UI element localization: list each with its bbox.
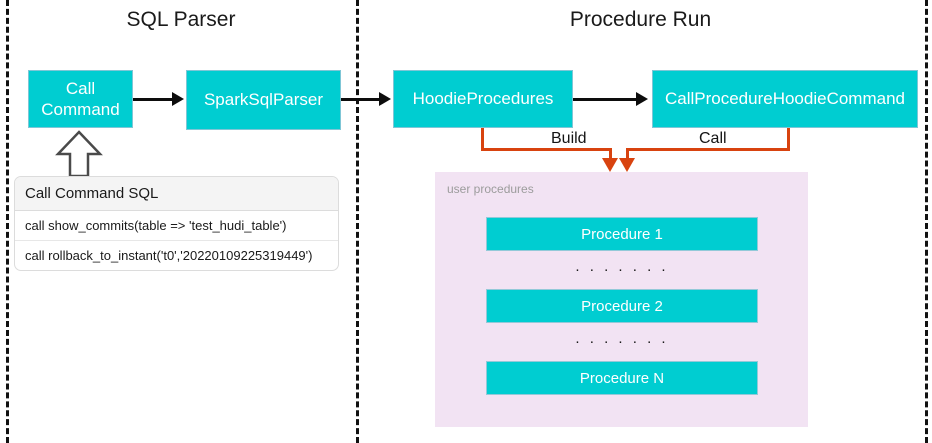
node-hoodie-procedures[interactable]: HoodieProcedures (393, 70, 573, 128)
sql-card-row: call show_commits(table => 'test_hudi_ta… (15, 211, 338, 241)
connector-call-vertical-down (626, 148, 629, 160)
arrow-hoodie-procedures-to-call-procedure-head (636, 92, 648, 106)
divider-left (6, 0, 9, 443)
user-procedures-panel: user procedures Procedure 1 . . . . . . … (435, 172, 808, 427)
node-call-command[interactable]: Call Command (28, 70, 133, 128)
connector-call-horizontal (626, 148, 790, 151)
user-procedures-caption: user procedures (447, 182, 534, 196)
arrow-spark-sql-parser-to-hoodie-procedures-line (341, 98, 381, 101)
edge-label-call: Call (694, 130, 732, 148)
section-title-sql-parser: SQL Parser (126, 8, 236, 31)
sql-card-row: call rollback_to_instant('t0','202201092… (25, 248, 313, 263)
node-call-command-line1: Call (65, 78, 96, 98)
section-title-procedure-run: Procedure Run (569, 8, 712, 31)
procedure-ellipsis: . . . . . . . (575, 258, 669, 275)
edge-label-build: Build (546, 130, 592, 148)
procedure-ellipsis: . . . . . . . (575, 330, 669, 347)
procedure-item[interactable]: Procedure 1 (486, 217, 758, 251)
connector-call-vertical-right (787, 128, 790, 150)
hollow-up-arrow-icon (55, 130, 103, 178)
connector-call-arrowhead (619, 158, 635, 172)
arrow-hoodie-procedures-to-call-procedure-line (573, 98, 638, 101)
node-spark-sql-parser[interactable]: SparkSqlParser (186, 70, 341, 130)
sql-card-header: Call Command SQL (15, 177, 338, 211)
node-call-command-line2: Command (41, 100, 120, 119)
connector-build-vertical-left (481, 128, 484, 150)
arrow-call-command-to-spark-sql-parser-head (172, 92, 184, 106)
call-command-sql-card: Call Command SQL call show_commits(table… (14, 176, 339, 271)
procedure-item[interactable]: Procedure N (486, 361, 758, 395)
procedure-item[interactable]: Procedure 2 (486, 289, 758, 323)
connector-build-arrowhead (602, 158, 618, 172)
node-call-procedure-hoodie-command[interactable]: CallProcedureHoodieCommand (652, 70, 918, 128)
connector-build-horizontal (481, 148, 611, 151)
divider-right (925, 0, 928, 443)
divider-middle (356, 0, 359, 443)
connector-build-vertical-down (609, 148, 612, 160)
arrow-spark-sql-parser-to-hoodie-procedures-head (379, 92, 391, 106)
arrow-call-command-to-spark-sql-parser-line (133, 98, 174, 101)
